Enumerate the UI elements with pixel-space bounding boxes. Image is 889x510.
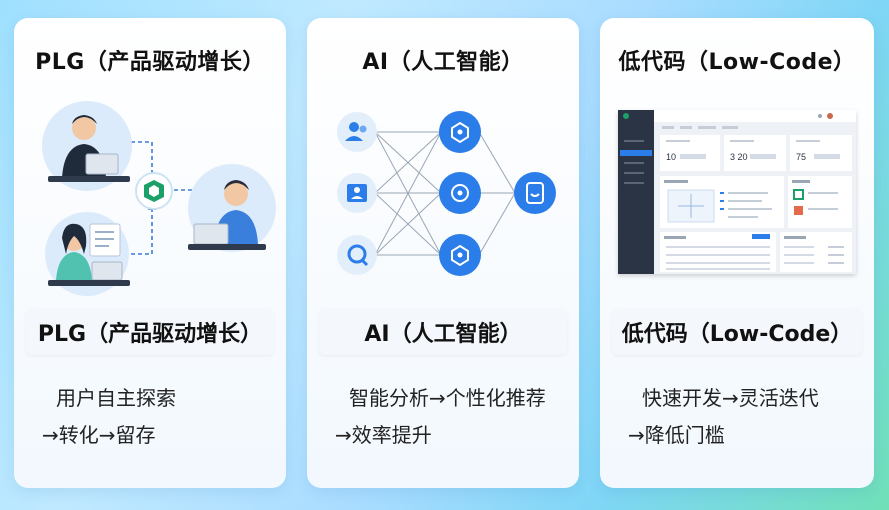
ai-desc-line1: 智能分析→个性化推荐 xyxy=(349,386,546,410)
ai-network-diagram xyxy=(337,111,556,276)
ai-node-icon xyxy=(439,172,481,214)
ai-label: AI（人工智能） xyxy=(319,309,567,355)
plg-desc-line2: →转化→留存 xyxy=(42,423,156,447)
plg-card: PLG（产品驱动增长） xyxy=(14,18,286,488)
plg-description: 用户自主探索 →转化→留存 xyxy=(42,380,276,454)
ai-description: 智能分析→个性化推荐 →效率提升 xyxy=(335,380,569,454)
ai-title: AI（人工智能） xyxy=(362,50,524,75)
stat-value-3: 75 xyxy=(796,152,806,162)
person-card-icon xyxy=(337,173,377,213)
stat-value-1: 10 xyxy=(666,152,676,162)
lowcode-description: 快速开发→灵活迭代 →降低门槛 xyxy=(628,380,864,454)
ai-card: AI（人工智能） xyxy=(307,18,579,488)
search-refresh-icon xyxy=(337,235,377,275)
users-icon xyxy=(337,112,377,152)
ai-node-icon xyxy=(439,234,481,276)
plg-label: PLG（产品驱动增长） xyxy=(26,309,274,355)
user-document-icon xyxy=(45,212,130,296)
output-device-icon xyxy=(514,172,556,214)
user-laptop-icon xyxy=(188,164,276,252)
ai-node-icon xyxy=(439,111,481,153)
stat-value-2: 3 20 xyxy=(730,152,748,162)
plg-desc-line1: 用户自主探索 xyxy=(56,386,176,410)
ai-desc-line2: →效率提升 xyxy=(335,423,432,447)
lowcode-label: 低代码（Low-Code） xyxy=(612,309,862,355)
lowcode-dashboard-mockup: 10 3 20 75 xyxy=(618,110,856,274)
lowcode-card: 低代码（Low-Code） 10 3 20 75 xyxy=(600,18,874,488)
lowcode-desc-line2: →降低门槛 xyxy=(628,423,725,447)
plg-title: PLG（产品驱动增长） xyxy=(35,50,265,75)
lowcode-desc-line1: 快速开发→灵活迭代 xyxy=(642,386,819,410)
plg-illustration xyxy=(42,101,276,296)
user-laptop-icon xyxy=(42,101,132,191)
product-hub-icon xyxy=(135,172,173,210)
lowcode-title: 低代码（Low-Code） xyxy=(618,50,856,75)
